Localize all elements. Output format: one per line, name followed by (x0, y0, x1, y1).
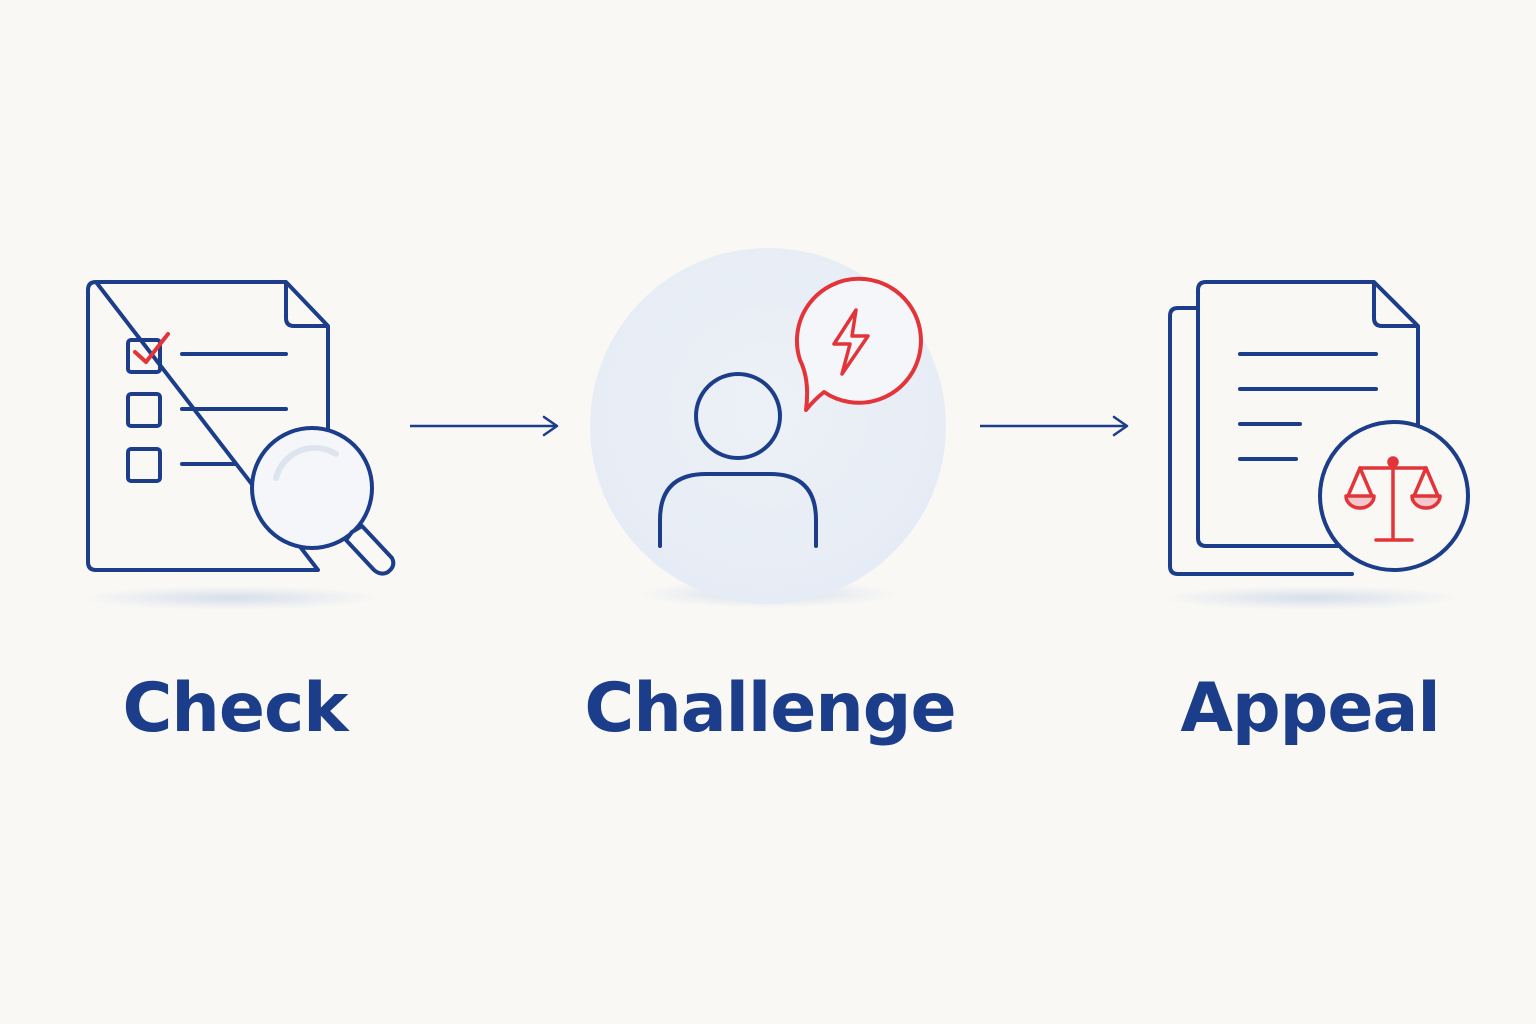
back-document (1168, 306, 1354, 576)
documents-scales-of-justice-icon (1160, 280, 1470, 610)
front-document (1196, 280, 1420, 548)
document-outline (86, 280, 330, 572)
speech-bubble-icon (794, 276, 923, 412)
person-speech-bubble-lightning-icon (590, 248, 946, 608)
folded-corner (284, 282, 328, 328)
front-document-fold (1372, 282, 1418, 328)
check-shadow (80, 586, 380, 610)
arrow-connector-1 (410, 415, 559, 437)
person-icon (658, 372, 818, 548)
step-label-challenge: Challenge (584, 669, 956, 748)
lightning-icon (832, 308, 870, 376)
step-label-check: Check (122, 669, 349, 748)
scales-of-justice-icon (1344, 456, 1442, 542)
appeal-shadow (1160, 586, 1460, 610)
checkbox-empty-2 (126, 447, 162, 483)
magnifier-icon (250, 426, 396, 576)
checklist-document-magnifier-icon (80, 280, 396, 610)
checkmark-icon (133, 332, 170, 364)
step-label-appeal: Appeal (1180, 669, 1440, 748)
checkbox-empty-1 (126, 392, 162, 428)
arrow-connector-2 (980, 415, 1129, 437)
checkbox-checked (126, 338, 162, 374)
